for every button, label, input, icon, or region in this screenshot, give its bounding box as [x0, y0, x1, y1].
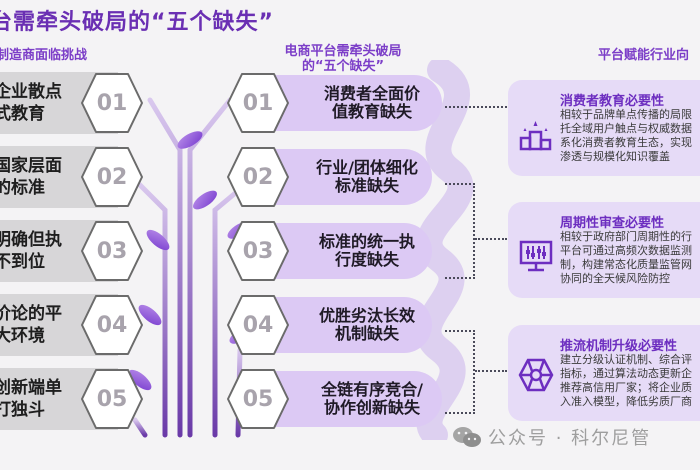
challenge-text: 国家层面 的标准 — [0, 156, 62, 198]
gap-hexagon-2: 02 — [226, 146, 290, 208]
necessity-card-2: 周期性审查必要性 相较于政府部门周期性的行 平台可通过高频次数据监测 制，构建常… — [508, 202, 700, 298]
page-title: 台需牵头破局的“五个缺失” — [0, 10, 274, 35]
gap-hexagon-4: 04 — [226, 294, 290, 356]
middle-column-heading: 电商平台需牵头破局 的“五个缺失” — [268, 44, 418, 74]
challenge-number: 05 — [96, 386, 128, 412]
challenge-number: 04 — [96, 312, 128, 338]
gap-number: 04 — [242, 312, 274, 338]
gap-text: 全链有序竞合/ 协作创新缺失 — [321, 380, 423, 417]
challenge-text: 创新端单 打独斗 — [0, 378, 62, 420]
gap-number: 03 — [242, 238, 274, 264]
wechat-icon — [453, 427, 481, 447]
gap-bar-2: 行业/团体细化 标准缺失 — [262, 149, 432, 205]
connector-3-bracket — [445, 330, 475, 414]
gap-number: 05 — [242, 386, 274, 412]
gap-hexagon-1: 01 — [226, 72, 290, 134]
plant-circuit-graphic — [130, 97, 261, 438]
gap-number: 01 — [242, 90, 274, 116]
challenge-text: 价论的平 大环境 — [0, 304, 62, 346]
middle-heading-line1: 电商平台需牵头破局 — [284, 44, 402, 59]
challenge-text: 企业散点 式教育 — [0, 82, 62, 124]
necessity-title: 推流机制升级必要性 — [560, 339, 678, 354]
gap-text: 消费者全面价 值教育缺失 — [323, 84, 420, 121]
gap-bar-4: 优胜劣汰长效 机制缺失 — [262, 297, 432, 353]
necessity-body: 相较于政府部门周期性的行 平台可通过高频次数据监测 制，构建常态化质量监管网 协… — [560, 230, 692, 285]
watermark-text: 公众号 · 科尔尼管 — [488, 428, 652, 449]
gap-bar-5: 全链有序竞合/ 协作创新缺失 — [262, 371, 442, 427]
gap-number: 02 — [242, 164, 274, 190]
connector-2 — [475, 238, 507, 240]
watermark: 公众号 · 科尔尼管 — [452, 424, 651, 450]
necessity-card-3: 推流机制升级必要性 建立分级认证机制、综合评 指标，通过算法动态更新企 推荐高信… — [508, 325, 700, 421]
gap-text: 优胜劣汰长效 机制缺失 — [318, 306, 415, 343]
gap-hexagon-5: 05 — [226, 368, 290, 430]
podium-stars-icon — [519, 121, 552, 151]
middle-heading-line2: 的“五个缺失” — [301, 59, 385, 74]
connector-1 — [445, 106, 507, 108]
challenge-number: 03 — [96, 238, 128, 264]
necessity-card-1: 消费者教育必要性 相较于品牌单点传播的局限 托全域用户触点与权威数据 系化消费者… — [508, 80, 700, 176]
necessity-title: 周期性审查必要性 — [560, 216, 665, 231]
challenge-number: 01 — [96, 90, 128, 116]
necessity-body: 建立分级认证机制、综合评 指标，通过算法动态更新企 推荐高信用厂家；将企业质 入… — [560, 353, 692, 408]
necessity-title: 消费者教育必要性 — [560, 94, 665, 109]
gap-text: 标准的统一执 行度缺失 — [318, 232, 415, 269]
left-column-heading: 制造商面临挑战 — [0, 48, 88, 63]
gap-bar-1: 消费者全面价 值教育缺失 — [262, 75, 442, 131]
connector-3 — [475, 370, 507, 372]
challenge-text: 明确但执 不到位 — [0, 230, 62, 272]
challenge-number: 02 — [96, 164, 128, 190]
ribbon-decoration — [415, 60, 474, 440]
connector-2-bracket — [445, 183, 475, 279]
right-column-heading: 平台赋能行业向 — [598, 48, 690, 63]
challenge-hexagon-4: 04 — [80, 294, 144, 356]
challenge-hexagon-1: 01 — [80, 72, 144, 134]
gap-hexagon-3: 03 — [226, 220, 290, 282]
necessity-body: 相较于品牌单点传播的局限 托全域用户触点与权威数据 系化消费者教育生态，实现 渗… — [560, 108, 692, 163]
network-hexagon-icon — [518, 358, 554, 392]
gap-bar-3: 标准的统一执 行度缺失 — [262, 223, 432, 279]
challenge-hexagon-5: 05 — [80, 368, 144, 430]
challenge-hexagon-3: 03 — [80, 220, 144, 282]
challenge-hexagon-2: 02 — [80, 146, 144, 208]
monitor-sliders-icon — [519, 240, 553, 272]
gap-text: 行业/团体细化 标准缺失 — [316, 158, 418, 195]
